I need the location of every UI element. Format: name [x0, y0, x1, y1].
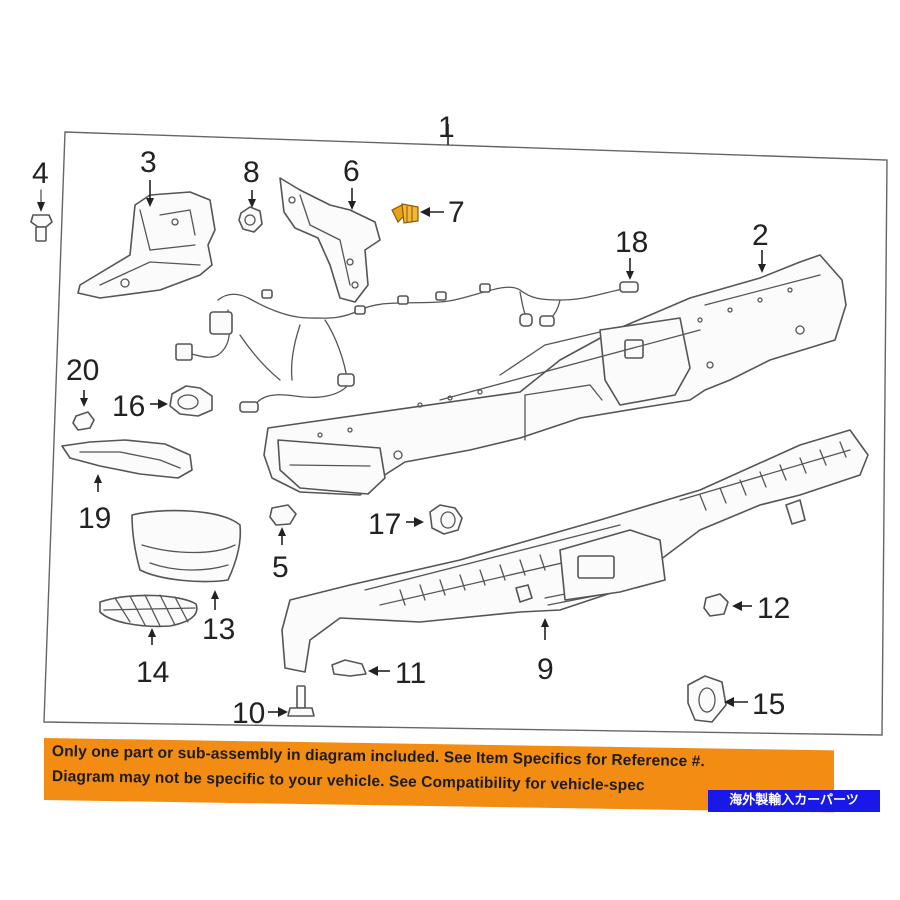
part-13-bezel[interactable]	[131, 509, 242, 610]
part-18-wiring-harness[interactable]	[175, 258, 639, 413]
callout-6: 6	[343, 155, 360, 188]
callout-7: 7	[448, 196, 465, 229]
part-12-clip[interactable]	[703, 593, 752, 617]
callout-20: 20	[66, 354, 99, 387]
part-4-bolt[interactable]	[30, 189, 53, 242]
part-8-nut[interactable]	[238, 190, 263, 233]
callout-15: 15	[752, 688, 785, 721]
part-2-bumper[interactable]	[263, 250, 847, 496]
callout-12: 12	[757, 592, 790, 625]
part-15-plug[interactable]	[687, 675, 748, 723]
part-17-plug[interactable]	[406, 504, 463, 535]
callout-1: 1	[438, 111, 455, 144]
part-9-step-pad[interactable]	[281, 429, 869, 673]
callout-3: 3	[140, 146, 157, 179]
part-3-bracket[interactable]	[77, 180, 216, 299]
part-10-bolt[interactable]	[268, 685, 315, 717]
callout-13: 13	[202, 613, 235, 646]
callout-8: 8	[243, 156, 260, 189]
callout-17: 17	[368, 508, 401, 541]
callout-14: 14	[136, 656, 169, 689]
callout-5: 5	[272, 551, 289, 584]
callout-19: 19	[78, 502, 111, 535]
part-20-clip[interactable]	[72, 390, 95, 431]
callout-18: 18	[615, 226, 648, 259]
callout-4: 4	[32, 157, 49, 190]
callout-11: 11	[395, 657, 426, 690]
part-5-clip[interactable]	[269, 504, 297, 545]
import-parts-badge: 海外製輸入カーパーツ	[708, 790, 880, 812]
callout-16: 16	[112, 390, 145, 423]
part-19-bracket[interactable]	[61, 439, 193, 492]
callout-9: 9	[537, 653, 554, 686]
part-11-retainer[interactable]	[331, 659, 390, 677]
callout-10: 10	[232, 697, 265, 730]
part-14-grille[interactable]	[99, 594, 198, 645]
assembly-border	[43, 131, 888, 736]
part-6-bracket[interactable]	[279, 177, 381, 303]
part-16-sensor[interactable]	[150, 385, 213, 417]
part-7-screw-highlighted[interactable]	[391, 203, 444, 224]
callout-2: 2	[752, 219, 769, 252]
